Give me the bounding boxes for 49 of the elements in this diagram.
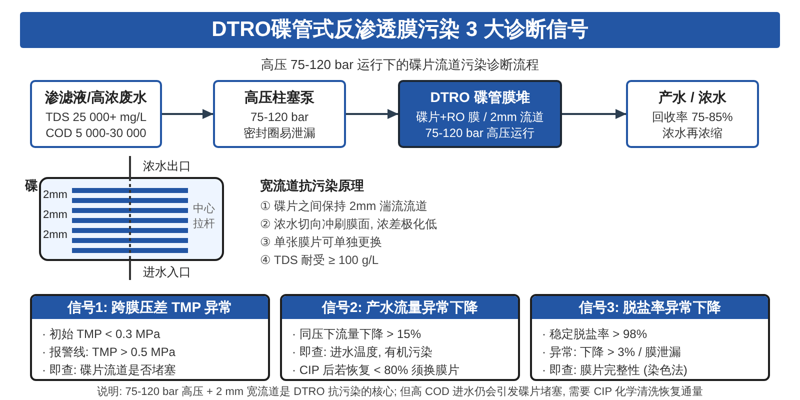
node-heading: DTRO 碟管膜堆	[430, 88, 530, 106]
gap-label: 2mm	[43, 209, 68, 221]
side-label: 碟	[25, 177, 38, 195]
bullet-text: · 即查: 进水温度, 有机污染	[292, 344, 434, 361]
gap-label: 2mm	[43, 189, 68, 201]
bullet-text: · 异常: 下降 > 3% / 膜泄漏	[542, 344, 682, 361]
node-text: TDS 25 000+ mg/L	[45, 108, 147, 124]
signal-card	[280, 294, 520, 381]
section-heading: 宽流道抗污染原理	[260, 177, 364, 195]
card-header: 信号3: 脱盐率异常下降	[532, 296, 768, 319]
process-box	[213, 80, 346, 148]
port-label: 浓水出口	[143, 158, 191, 175]
list-item: ② 浓水切向冲刷膜面, 浓差极化低	[260, 216, 437, 233]
arrow	[562, 109, 626, 119]
bullet-text: · 即查: 膜片完整性 (染色法)	[542, 362, 688, 379]
process-box	[626, 80, 759, 148]
arrow	[346, 109, 398, 119]
node-heading: 渗滤液/高浓废水	[45, 88, 147, 106]
node-text: 浓水再浓缩	[662, 124, 722, 140]
title-banner: DTRO碟管式反渗透膜污染 3 大诊断信号	[20, 12, 780, 48]
caption: 说明: 75-120 bar 高压 + 2 mm 宽流道是 DTRO 抗污染的核心; 但高 COD 进水仍会引发碟片堵塞, 需要 CIP 化学清洗恢复通量	[96, 384, 704, 399]
subtitle: 高压 75-120 bar 运行下的碟片流道污染诊断流程	[260, 56, 540, 74]
bullet-text: · 初始 TMP < 0.3 MPa	[42, 326, 162, 343]
bullet-text: · 报警线: TMP > 0.5 MPa	[42, 344, 176, 361]
bullet-text: · 同压下流量下降 > 15%	[292, 326, 422, 343]
process-box	[30, 80, 162, 148]
port-label: 进水入口	[143, 264, 191, 281]
node-text: 密封圈易泄漏	[244, 124, 316, 140]
node-text: 75-120 bar 高压运行	[425, 124, 535, 140]
arrow	[162, 109, 214, 119]
list-item: ① 碟片之间保持 2mm 湍流流道	[260, 198, 428, 215]
signal-card	[30, 294, 270, 381]
card-header: 信号2: 产水流量异常下降	[282, 296, 518, 319]
node-heading: 高压柱塞泵	[244, 88, 314, 106]
bullet-text: · 稳定脱盐率 > 98%	[542, 326, 648, 343]
node-text: 75-120 bar	[250, 108, 309, 124]
signal-card	[530, 294, 770, 381]
bullet-text: · 即查: 碟片流道是否堵塞	[42, 362, 177, 379]
card-header: 信号1: 跨膜压差 TMP 异常	[32, 296, 268, 319]
list-item: ④ TDS 耐受 ≥ 100 g/L	[260, 252, 378, 269]
node-text: 碟片+RO 膜 / 2mm 流道	[416, 108, 544, 124]
gap-label: 2mm	[43, 229, 68, 241]
bullet-text: · CIP 后若恢复 < 80% 须换膜片	[292, 362, 460, 379]
node-heading: 产水 / 浓水	[658, 88, 726, 106]
list-item: ③ 单张膜片可单独更换	[260, 234, 382, 251]
rod-label: 中心拉杆	[193, 202, 216, 232]
node-text: 回收率 75-85%	[652, 108, 733, 124]
node-text: COD 5 000-30 000	[46, 124, 146, 140]
process-box	[398, 80, 562, 148]
